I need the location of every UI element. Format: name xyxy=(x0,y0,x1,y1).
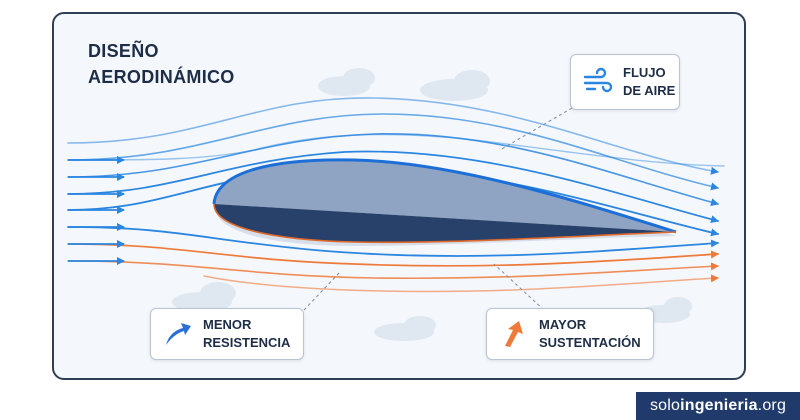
arrow-up-right-icon xyxy=(505,321,523,347)
site-watermark: soloingenieria.org xyxy=(636,392,800,420)
diagram-panel: DISEÑO AERODINÁMICO FLUJO DE AIRE MENOR … xyxy=(52,12,746,380)
incoming-arrows xyxy=(68,156,125,265)
airflow-diagram xyxy=(67,68,725,341)
airflow-label: FLUJO DE AIRE xyxy=(623,65,676,98)
lift-callout: MAYOR SUSTENTACIÓN xyxy=(486,308,654,360)
brand-suffix: .org xyxy=(757,397,787,414)
brand-prefix: solo xyxy=(649,397,681,414)
wind-icon xyxy=(583,67,613,93)
airfoil xyxy=(212,158,677,246)
drag-callout: MENOR RESISTENCIA xyxy=(150,308,304,360)
callout-leaders xyxy=(303,107,573,311)
lower-streamlines xyxy=(67,226,719,293)
arrow-up-right-icon xyxy=(166,323,191,345)
lift-label: MAYOR SUSTENTACIÓN xyxy=(539,317,641,350)
page-title: DISEÑO AERODINÁMICO xyxy=(88,41,235,87)
upper-streamlines xyxy=(67,97,725,237)
drag-label: MENOR RESISTENCIA xyxy=(203,317,291,350)
brand-name: ingenieria xyxy=(680,397,758,414)
airflow-callout: FLUJO DE AIRE xyxy=(570,54,680,110)
